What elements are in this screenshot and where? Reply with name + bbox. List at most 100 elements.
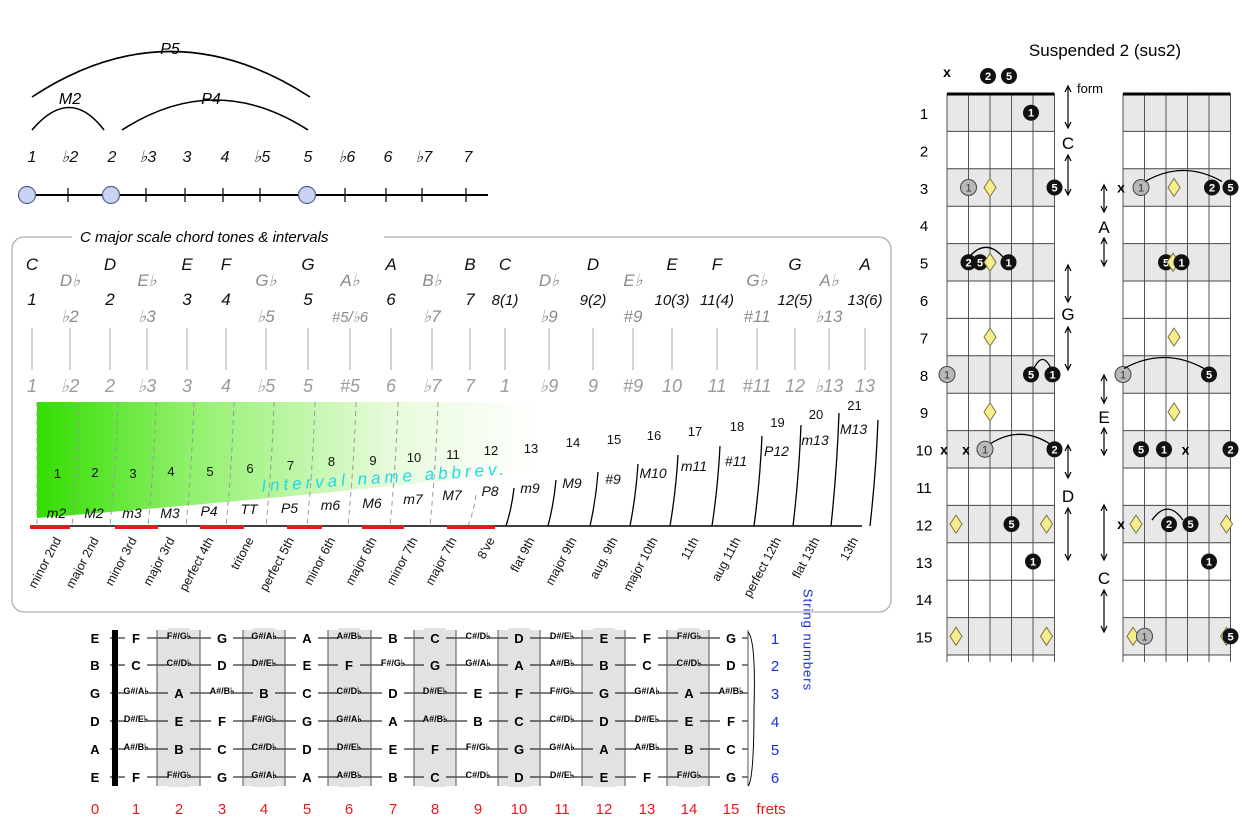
fret-note: B [473, 714, 482, 729]
chord-dot [1046, 179, 1063, 196]
note-bg [424, 683, 446, 703]
muted-mark: x [962, 441, 970, 457]
interval-abbrev: P12 [764, 443, 789, 459]
note-bg [253, 683, 275, 703]
semitone-degree: 9 [588, 376, 598, 396]
form-arrow-head [1064, 121, 1072, 130]
note-bg [168, 683, 190, 703]
semitone-degree: 1 [500, 376, 510, 396]
fret-note: A [302, 770, 312, 785]
barre-arc [1151, 508, 1184, 521]
form-arrow-head [1064, 84, 1072, 93]
fret-note: F [727, 714, 735, 729]
fret-note: D [514, 770, 523, 785]
fret-note: G [726, 770, 736, 785]
scale-diamond [983, 252, 997, 273]
fret-number: 2 [175, 801, 183, 818]
note-bg [508, 739, 530, 759]
fret-note: G [217, 631, 227, 646]
fret-note: A [302, 631, 312, 646]
muted-mark: x [940, 441, 948, 457]
open-string-note: G [90, 686, 100, 701]
note-name: G♭ [746, 271, 768, 290]
fret-note: F [345, 658, 353, 673]
fret-shade [414, 630, 456, 786]
chord-fret-number: 1 [920, 106, 928, 123]
string-number: 1 [771, 631, 779, 648]
fret-note: F [218, 714, 226, 729]
note-bg [424, 739, 446, 759]
chord-degree: #5/♭6 [332, 309, 369, 326]
form-arrow-head [1100, 183, 1108, 192]
note-bg [211, 767, 233, 787]
fret-note: C [642, 658, 652, 673]
interval-abbrev: m7 [403, 491, 424, 507]
note-bg [467, 628, 489, 648]
open-string-note: E [91, 631, 100, 646]
top-degree-label: 4 [221, 149, 230, 166]
semitone-number: 9 [369, 453, 376, 468]
semitone-degree: 2 [104, 376, 115, 396]
fret-note: C [430, 631, 440, 646]
interval-divider [185, 401, 195, 527]
fret-note: D#/E♭ [124, 714, 148, 724]
form-arrow-head [1100, 236, 1108, 245]
chord-dot [972, 254, 988, 271]
fret-note: D [514, 631, 523, 646]
chord-degree: 13(6) [847, 292, 882, 309]
interval-divider [869, 419, 879, 527]
string-brace [747, 631, 755, 787]
chord-dot [1046, 441, 1063, 458]
chord-degree: #9 [624, 307, 643, 326]
interval-divider [629, 463, 639, 527]
chord-dot [960, 254, 977, 271]
note-bg [125, 711, 147, 731]
interval-abbrev: m11 [681, 458, 707, 474]
top-degree-label: 1 [28, 149, 37, 166]
note-bg [168, 655, 190, 675]
chord-chart-title: Suspended 2 (sus2) [1029, 41, 1181, 60]
chord-degree: 1 [27, 290, 36, 309]
fret-note: D#/E♭ [550, 631, 574, 641]
fret-note: F [132, 631, 140, 646]
fret-note: B [599, 658, 608, 673]
note-bg [678, 739, 700, 759]
note-bg [338, 739, 360, 759]
arc-label-m2: M2 [59, 91, 81, 108]
form-arrow-head [1064, 263, 1072, 272]
note-bg [125, 655, 147, 675]
scale-diamond [1039, 626, 1054, 647]
note-bg [296, 739, 318, 759]
note-bg [382, 628, 404, 648]
chord-dot [1222, 628, 1239, 645]
interval-abbrev: M3 [160, 505, 180, 521]
fret-note: F [431, 742, 439, 757]
fret-note: C#/D♭ [337, 686, 362, 696]
chord-dot [1161, 516, 1177, 533]
note-bg [338, 711, 360, 731]
chord-dot-label: 2 [1166, 519, 1172, 531]
note-bg [720, 628, 742, 648]
fret-note: A#/B♭ [124, 742, 149, 752]
note-bg [382, 683, 404, 703]
fret-note: A [684, 686, 694, 701]
fret-note: F [643, 631, 651, 646]
semitone-number: 2 [91, 465, 98, 480]
chord-dot [1044, 366, 1061, 383]
note-bg [253, 739, 275, 759]
fret-note: G#/A♭ [251, 631, 276, 641]
semitone-degree: ♭7 [423, 376, 442, 396]
form-arrow-head [1100, 373, 1108, 382]
fret-note: F#/G♭ [677, 770, 701, 780]
semitone-number: 21 [847, 398, 861, 413]
fret-number: 0 [91, 801, 99, 818]
chord-dot [1222, 179, 1239, 196]
interval-abbrev: m9 [520, 480, 540, 496]
interval-divider [265, 401, 275, 527]
muted-mark: x [1117, 180, 1125, 196]
